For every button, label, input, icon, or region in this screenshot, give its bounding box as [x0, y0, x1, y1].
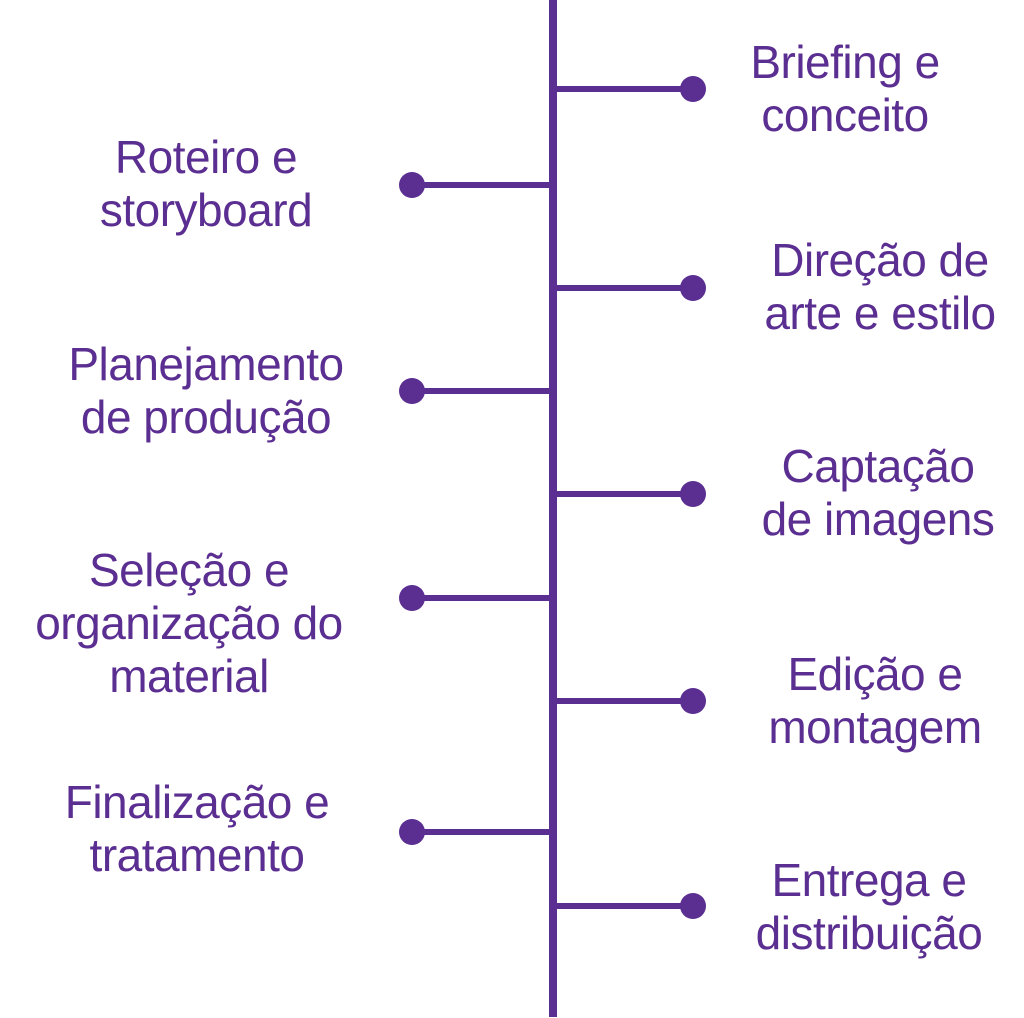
timeline-spine — [549, 0, 557, 1017]
step-label-planejamento: Planejamento de produção — [0, 338, 416, 444]
step-label-line: tratamento — [89, 829, 305, 881]
step-label-line: storyboard — [99, 184, 313, 236]
step-label-line: arte e estilo — [764, 287, 996, 339]
step-label-line: Seleção e — [88, 544, 290, 596]
step-label-direcao: Direção de arte e estilo — [670, 234, 1024, 340]
branch-connector — [412, 829, 554, 835]
step-marker-dot — [680, 893, 706, 919]
step-marker-dot — [680, 76, 706, 102]
step-marker-dot — [399, 378, 425, 404]
step-label-line: Edição e — [787, 648, 963, 700]
step-marker-dot — [399, 585, 425, 611]
step-label-line: Finalização e — [64, 776, 330, 828]
branch-connector — [552, 86, 693, 92]
step-label-line: material — [109, 650, 269, 702]
step-label-entrega: Entrega e distribuição — [659, 854, 1024, 960]
step-label-line: Direção de — [771, 234, 989, 286]
step-label-line: de produção — [80, 391, 332, 443]
step-label-line: Entrega e — [771, 854, 967, 906]
branch-connector — [412, 595, 554, 601]
step-label-line: distribuição — [755, 907, 983, 959]
step-label-selecao: Seleção e organização do material — [0, 544, 399, 703]
branch-connector — [412, 182, 554, 188]
step-label-line: Planejamento — [68, 338, 344, 390]
step-label-edicao: Edição e montagem — [665, 648, 1024, 754]
step-label-line: Captação — [781, 440, 975, 492]
step-marker-dot — [680, 275, 706, 301]
step-label-line: Briefing e — [750, 36, 940, 88]
branch-connector — [552, 698, 693, 704]
step-marker-dot — [399, 172, 425, 198]
step-marker-dot — [680, 688, 706, 714]
step-label-roteiro: Roteiro e storyboard — [0, 131, 416, 237]
step-label-line: organização do — [35, 597, 343, 649]
branch-connector — [552, 903, 693, 909]
step-label-line: conceito — [761, 89, 929, 141]
branch-connector — [412, 388, 554, 394]
branch-connector — [552, 285, 693, 291]
step-label-line: de imagens — [761, 493, 995, 545]
step-label-finalizacao: Finalização e tratamento — [0, 776, 407, 882]
step-marker-dot — [399, 819, 425, 845]
step-label-captacao: Captação de imagens — [668, 440, 1024, 546]
step-label-line: montagem — [768, 701, 982, 753]
step-label-line: Roteiro e — [114, 131, 298, 183]
step-marker-dot — [680, 481, 706, 507]
branch-connector — [552, 491, 693, 497]
step-label-briefing: Briefing e conceito — [635, 36, 1024, 142]
